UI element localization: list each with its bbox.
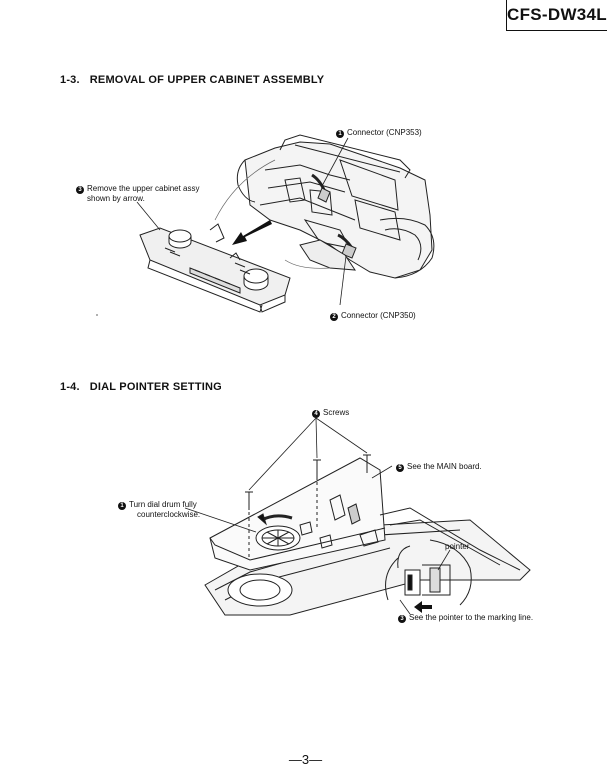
callout-text: Screws <box>323 408 350 417</box>
section-heading: REMOVAL OF UPPER CABINET ASSEMBLY <box>89 74 325 86</box>
section-number: 1-3. <box>60 74 80 86</box>
step-marker: 1 <box>336 130 344 138</box>
callout-line-2: counterclockwise. <box>137 510 201 519</box>
section-number: 1-4. <box>60 381 80 393</box>
callout-text: pointer <box>445 542 470 551</box>
callout-text: Connector (CNP350) <box>341 311 416 320</box>
callout-pointer-label: pointer <box>445 542 469 552</box>
callout-text: See the pointer to the marking line. <box>409 613 534 622</box>
callout-line-2: shown by arrow. <box>87 194 145 203</box>
callout-line-1: Turn dial drum fully <box>129 500 197 509</box>
section-heading: DIAL POINTER SETTING <box>89 381 222 393</box>
step-marker: 3 <box>398 615 406 623</box>
step-marker: 4 <box>312 410 320 418</box>
page-number: —3— <box>288 752 323 767</box>
step-marker: 3 <box>76 186 84 194</box>
model-number: CFS-DW34L <box>507 5 607 24</box>
section-title-removal-upper-cabinet: 1-3. REMOVAL OF UPPER CABINET ASSEMBLY <box>60 74 324 86</box>
section-title-dial-pointer-setting: 1-4. DIAL POINTER SETTING <box>60 381 222 393</box>
model-number-box: CFS-DW34L <box>506 0 607 31</box>
step-marker: 1 <box>118 502 126 510</box>
upper-cabinet-removal-diagram <box>136 134 435 313</box>
callout-text: Connector (CNP353) <box>347 128 422 137</box>
step-marker: 5 <box>396 464 404 472</box>
callout-line-1: Remove the upper cabinet assy <box>87 184 200 193</box>
callout-text: See the MAIN board. <box>407 462 482 471</box>
step-marker: 2 <box>330 313 338 321</box>
scan-speck <box>96 314 98 316</box>
dial-pointer-setting-diagram <box>184 417 531 616</box>
